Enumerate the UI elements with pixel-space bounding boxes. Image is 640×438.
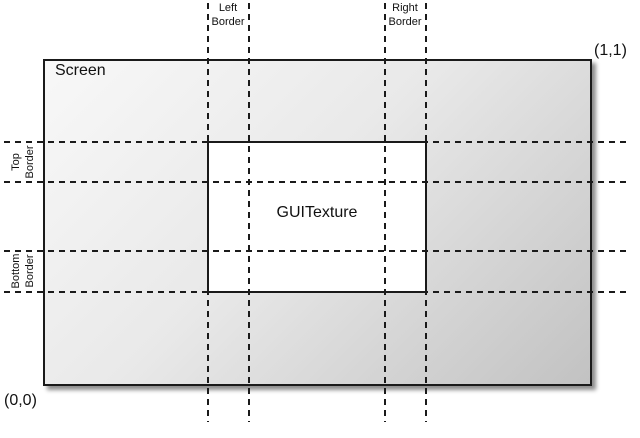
- bottom-border-outer-line: [4, 291, 630, 293]
- guitexture-rect: [207, 141, 427, 293]
- coordinate-origin-label: (0,0): [4, 392, 37, 409]
- top-border-inner-line: [4, 181, 630, 183]
- right-border-inner-line: [384, 3, 386, 422]
- top-border-label-line1: Top: [10, 153, 22, 171]
- right-border-label-line2: Border: [388, 16, 422, 28]
- top-border-label-line2: Border: [24, 145, 36, 179]
- left-border-label: Left Border: [198, 1, 258, 29]
- coordinate-max-label: (1,1): [594, 42, 627, 59]
- right-border-label-line1: Right: [392, 2, 418, 14]
- top-border-outer-line: [4, 141, 630, 143]
- bottom-border-inner-line: [4, 250, 630, 252]
- top-border-label: Top Border: [9, 133, 37, 191]
- left-border-inner-line: [248, 3, 250, 422]
- bottom-border-label-line2: Border: [24, 254, 36, 288]
- left-border-outer-line: [207, 3, 209, 422]
- screen-label: Screen: [55, 62, 106, 79]
- bottom-border-label-line1: Bottom: [10, 253, 22, 289]
- left-border-label-line1: Left: [218, 2, 238, 14]
- guitexture-label: GUITexture: [276, 204, 358, 221]
- bottom-border-label: Bottom Border: [9, 242, 37, 300]
- left-border-label-line2: Border: [211, 16, 245, 28]
- right-border-outer-line: [425, 3, 427, 422]
- right-border-label: Right Border: [375, 1, 435, 29]
